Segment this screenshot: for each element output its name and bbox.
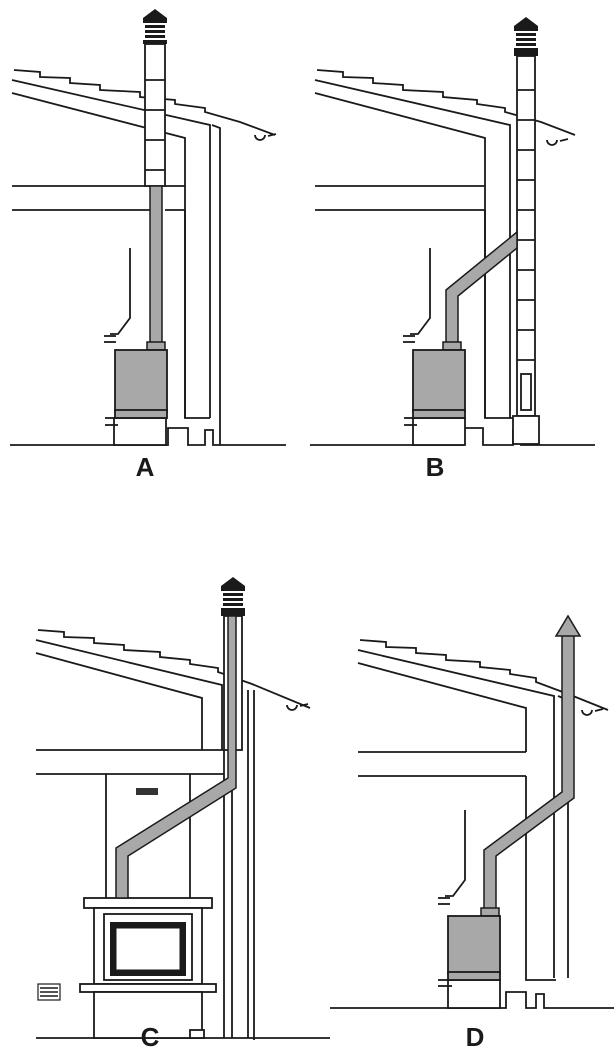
roof-shingles [316,69,576,136]
flue-pipe [445,230,518,347]
diagram-c [35,577,330,1040]
gutter [546,138,569,146]
floor-tile [189,1029,205,1039]
roof-underside [314,79,511,418]
wall-inner [525,776,556,981]
stove-body [412,349,466,413]
flue-collar [146,341,166,351]
wall-inner [184,210,210,419]
arrow-icon [554,614,582,637]
stove-body [447,915,501,975]
roof-eave [35,652,203,750]
diagram-b [310,17,595,446]
gutter [254,133,277,141]
diagram-a [10,9,286,446]
chimney-stack [516,55,536,417]
insert-glass [115,927,181,971]
roof-underside [11,79,211,418]
chimney-cap [221,577,245,616]
gutter [581,708,604,716]
flue-pipe [149,185,163,347]
stove-base [412,417,466,446]
stove-body [114,349,168,413]
stove-base [447,979,501,1009]
label-d: D [465,1022,485,1052]
chimney-base [512,415,540,445]
flue-pipe [483,633,575,913]
stove-bottom [114,409,168,419]
panel-a: A [0,0,300,500]
stove-bottom [447,971,501,981]
cleanout-door [520,373,532,411]
panel-c: C [0,560,330,1057]
diagram-d [330,614,614,1009]
side-vent [37,983,61,1001]
roof-shingles [13,69,276,136]
chimney-cap [143,9,167,44]
chimney-stack [144,43,166,187]
roof-underside [357,649,555,978]
stove-bottom [412,409,466,419]
roof-eave [357,662,527,752]
gutter [286,703,309,711]
label-a: A [135,452,155,482]
wall-inner [484,210,515,419]
mantel [83,897,213,909]
flue-collar [480,907,500,917]
vent-grille [136,788,158,795]
stove-base [113,417,167,446]
flue-collar [442,341,462,351]
roof-underside [35,639,223,750]
panel-b: B [305,0,614,500]
label-b: B [425,452,445,482]
heat-shield [110,248,131,335]
label-c: C [140,1022,160,1052]
floor [330,991,614,1009]
heat-shield [410,248,431,335]
roof-edge [211,124,221,445]
hearth [79,983,217,993]
roof-shingles [37,629,311,709]
panel-d: D [330,560,614,1057]
flue-pipe [115,615,237,899]
hearth-base [93,991,203,1039]
floor [10,427,286,446]
roof-shingles [359,639,609,711]
chimney-cap [514,17,538,56]
heat-shield [445,810,466,897]
